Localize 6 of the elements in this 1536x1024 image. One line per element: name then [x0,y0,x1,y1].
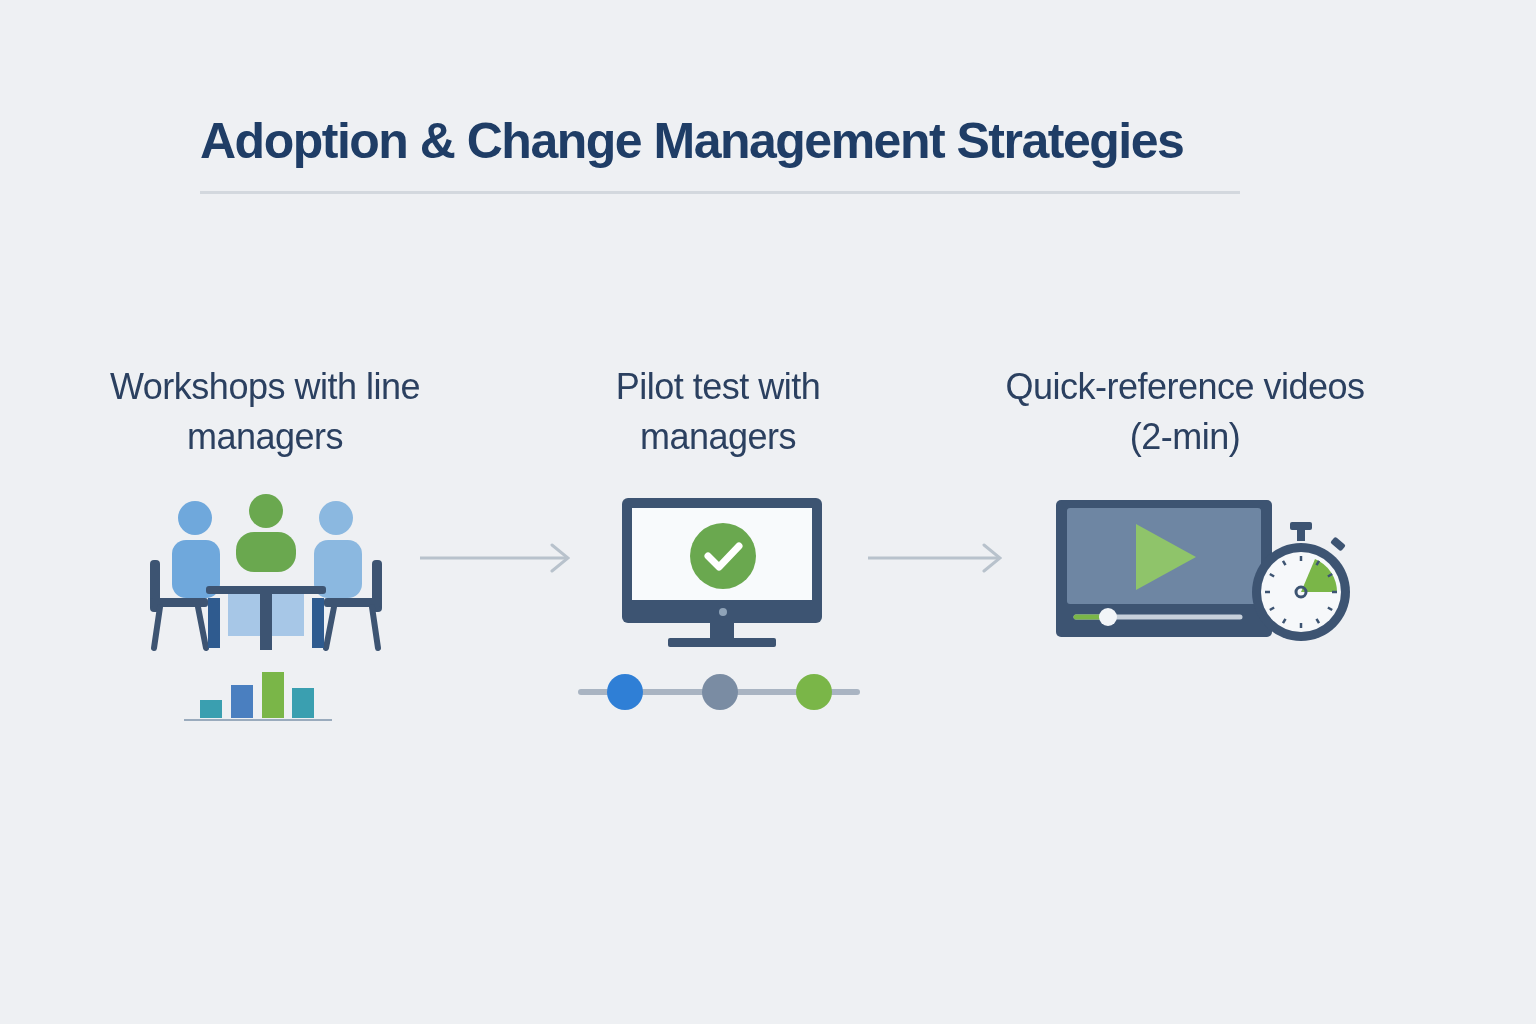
arrow [420,543,570,573]
arrow [868,543,1002,573]
step-label: Workshops with line managers [110,365,420,459]
step-label: Pilot test with managers [614,365,822,459]
title-heading: Adoption & Change Management Strategies [200,112,1184,170]
step-label: Quick-reference videos (2-min) [1004,365,1366,459]
